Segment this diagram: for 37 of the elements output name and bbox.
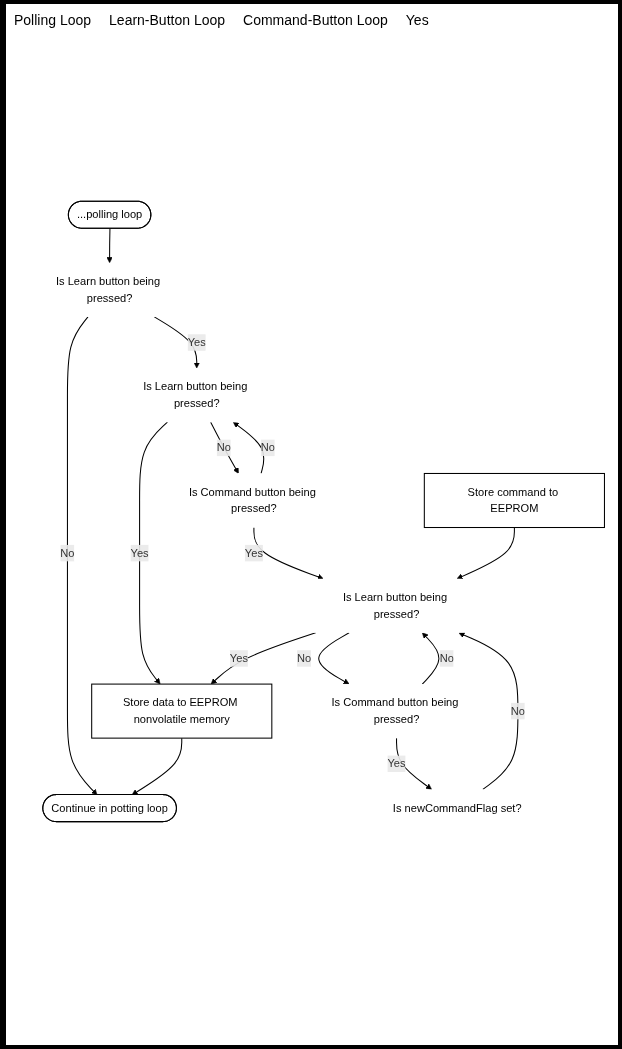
edge-label: No xyxy=(260,441,276,454)
node-text: Is Command button being pressed? xyxy=(188,485,316,515)
arrow xyxy=(233,421,265,474)
edge-label: No xyxy=(297,652,312,664)
arrow xyxy=(421,632,440,685)
edge-label: No xyxy=(60,546,75,559)
node-text: Is Learn button being pressed? xyxy=(55,275,161,304)
arrow xyxy=(139,421,168,685)
section-label: Yes xyxy=(405,12,429,28)
node-box: Store command to EEPROM xyxy=(423,472,605,529)
section-label: Learn-Button Loop xyxy=(109,12,226,28)
edge-label: Yes xyxy=(229,652,248,664)
arrow xyxy=(66,316,98,796)
arrow xyxy=(210,421,239,474)
node-text: Is Command button being pressed? xyxy=(331,696,459,725)
arrow xyxy=(318,632,350,685)
edge-label: Yes xyxy=(387,757,406,770)
node-text: Is Learn button being pressed? xyxy=(342,591,448,620)
arrow xyxy=(210,632,317,685)
node-text: Is newCommandFlag set? xyxy=(392,801,522,814)
arrow xyxy=(396,737,432,790)
node-text: Is Learn button being pressed? xyxy=(143,380,248,410)
edge-label: Yes xyxy=(187,336,206,349)
section-label: Command-Button Loop xyxy=(243,12,388,28)
arrow xyxy=(253,527,324,580)
edge-label: No xyxy=(510,704,526,717)
arrow xyxy=(458,632,519,790)
edge-label: No xyxy=(439,652,454,664)
arrow xyxy=(153,316,200,369)
arrow xyxy=(106,228,113,264)
arrow xyxy=(131,737,183,796)
edge-label: No xyxy=(216,441,232,454)
edge-label: Yes xyxy=(130,546,149,559)
arrow xyxy=(456,527,515,580)
node-box: Store data to EEPROM nonvolatile memory xyxy=(91,683,273,739)
edge-label: Yes xyxy=(244,546,263,559)
section-label: Polling Loop xyxy=(14,12,92,28)
